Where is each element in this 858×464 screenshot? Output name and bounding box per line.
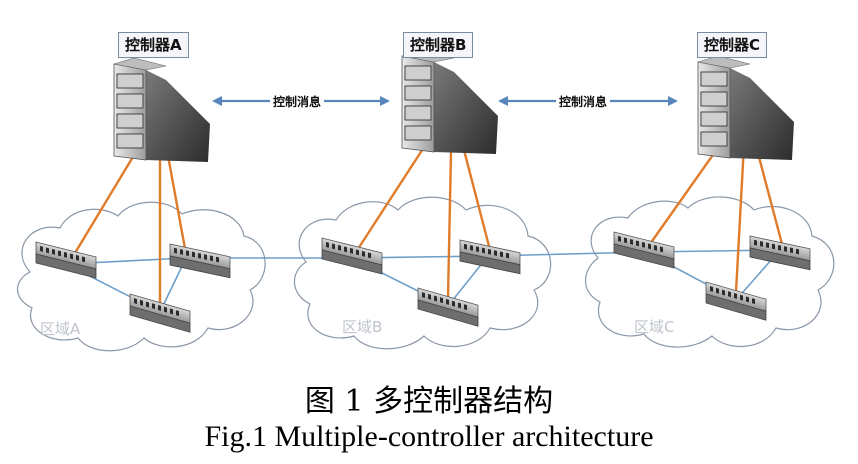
controller-a-server-icon bbox=[113, 57, 210, 162]
zone-b-label: 区域B bbox=[342, 318, 383, 336]
message-label-b-c: 控制消息 bbox=[556, 93, 611, 110]
figure-caption-chinese: 图 1 多控制器结构 bbox=[304, 384, 554, 419]
zone-b-switch-1-icon bbox=[321, 237, 383, 275]
zone-a-switch-1-icon bbox=[35, 241, 97, 279]
zone-a-cloud-icon bbox=[16, 201, 266, 352]
zone-b-switch-3-icon bbox=[417, 287, 479, 327]
zone-c-cloud-icon bbox=[585, 196, 835, 348]
zone-a-label: 区域A bbox=[40, 320, 81, 338]
zone-b-switch-2-icon bbox=[459, 239, 521, 275]
controller-b-server-icon bbox=[401, 49, 498, 154]
zone-c-label: 区域C bbox=[634, 318, 675, 336]
controller-c-label: 控制器C bbox=[697, 32, 768, 58]
zone-c-switch-3-icon bbox=[705, 281, 767, 321]
figure-caption-english: Fig.1 Multiple-controller architecture bbox=[204, 420, 654, 453]
controller-b-label: 控制器B bbox=[403, 32, 474, 58]
zone-c-switch-1-icon bbox=[613, 231, 675, 269]
zone-b-cloud-icon bbox=[293, 196, 552, 350]
zone-a-switch-2-icon bbox=[169, 243, 231, 279]
switches bbox=[35, 231, 811, 333]
controller-a-label: 控制器A bbox=[118, 32, 189, 58]
zone-c-switch-2-icon bbox=[749, 235, 811, 271]
zone-a-switch-3-icon bbox=[129, 293, 191, 333]
controller-c-server-icon bbox=[697, 55, 794, 160]
message-label-a-b: 控制消息 bbox=[270, 93, 325, 110]
